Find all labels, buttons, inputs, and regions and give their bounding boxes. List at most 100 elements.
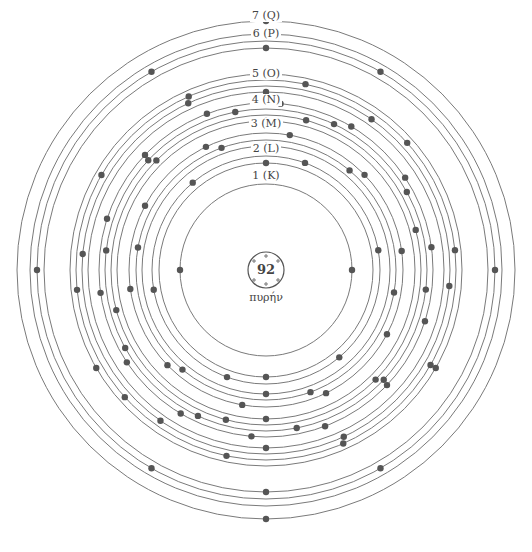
shell-orbit	[129, 133, 403, 407]
electron-dot	[157, 418, 163, 424]
plus-charge	[264, 254, 268, 258]
electron-dot	[127, 286, 133, 292]
shell-orbit	[111, 115, 421, 425]
electron-dot	[336, 354, 342, 360]
electron-dot	[178, 410, 184, 416]
shell-orbit	[70, 74, 462, 466]
electron-dot	[404, 189, 410, 195]
shell-orbit	[44, 48, 488, 492]
electron-dot	[404, 140, 410, 146]
electron-dot	[135, 244, 141, 250]
electron-dot	[263, 374, 269, 380]
electron-dot	[151, 287, 157, 293]
electron-dot	[263, 489, 269, 495]
plus-charge	[276, 259, 280, 263]
electron-dot	[148, 465, 154, 471]
electron-dot	[263, 45, 269, 51]
electron-dot	[361, 172, 367, 178]
electron-dot	[122, 394, 128, 400]
electron-dot	[346, 167, 352, 173]
electron-dot	[74, 287, 80, 293]
electron-dot	[185, 100, 191, 106]
electron-dot	[263, 391, 269, 397]
electron-dot	[492, 267, 498, 273]
electron-dot	[148, 68, 154, 74]
electron-dot	[103, 247, 109, 253]
electron-dot	[204, 111, 210, 117]
electron-dot	[190, 179, 196, 185]
shell-label: 6 (P)	[251, 28, 281, 40]
electron-dot	[97, 290, 103, 296]
electron-dot	[303, 117, 309, 123]
electron-dot	[34, 267, 40, 273]
electron-dot	[375, 247, 381, 253]
electron-dot	[384, 331, 390, 337]
shell-label: 7 (Q)	[250, 10, 282, 22]
nucleus-caption: πυρήν	[226, 291, 306, 304]
electron-dot	[124, 359, 130, 365]
nucleus: 92πυρήν	[226, 251, 306, 304]
electron-dot	[302, 160, 308, 166]
plus-charge	[264, 282, 268, 286]
electron-dot	[223, 417, 229, 423]
shell-orbit	[180, 184, 352, 356]
electron-dot	[263, 160, 269, 166]
electron-dot	[186, 93, 192, 99]
electron-dot	[368, 116, 374, 122]
shell-orbit	[37, 41, 495, 499]
shell-orbit	[76, 80, 456, 460]
electron-dot	[122, 345, 128, 351]
shell-orbit	[99, 103, 433, 437]
electron-dot	[391, 289, 397, 295]
electron-dot	[218, 145, 224, 151]
electron-dot	[223, 453, 229, 459]
electron-dot	[423, 286, 429, 292]
electron-dot	[452, 247, 458, 253]
shell-label: 2 (L)	[251, 143, 281, 155]
electron-dot	[446, 283, 452, 289]
shell-orbit	[117, 121, 415, 419]
electron-dot	[340, 440, 346, 446]
electron-dot	[224, 374, 230, 380]
electron-dot	[104, 216, 110, 222]
electron-dot	[341, 434, 347, 440]
electron-dot	[413, 227, 419, 233]
electron-dot	[294, 425, 300, 431]
shell-label: 3 (M)	[249, 118, 283, 130]
electron-dot	[422, 318, 428, 324]
electron-dot	[93, 365, 99, 371]
electron-dot	[179, 366, 185, 372]
electron-dot	[398, 248, 404, 254]
electron-dot	[177, 267, 183, 273]
shell-orbit	[82, 86, 450, 454]
electron-dot	[381, 377, 387, 383]
electron-dot	[142, 202, 148, 208]
electron-dot	[98, 172, 104, 178]
electron-dot	[307, 389, 313, 395]
electron-dot	[263, 445, 269, 451]
shell-label: 4 (N)	[250, 94, 283, 106]
plus-charge	[252, 278, 256, 282]
electron-dot	[372, 376, 378, 382]
plus-charge	[252, 259, 256, 263]
electron-dot	[239, 402, 245, 408]
electron-dot	[142, 152, 148, 158]
electron-dot	[384, 382, 390, 388]
shell-orbit	[142, 146, 390, 394]
electron-dot	[80, 251, 86, 257]
electron-dot	[263, 516, 269, 522]
electron-dot	[203, 144, 209, 150]
electron-dot	[153, 157, 159, 163]
shell-label: 5 (O)	[250, 68, 282, 80]
electron-dot	[348, 123, 354, 129]
shell-orbit	[88, 92, 444, 448]
electron-dot	[349, 267, 355, 273]
shell-label: 1 (K)	[250, 170, 281, 182]
electron-dot	[428, 244, 434, 250]
electron-dot	[433, 365, 439, 371]
electron-dot	[232, 109, 238, 115]
electron-dot	[145, 157, 151, 163]
electron-dot	[377, 465, 383, 471]
plus-charge	[276, 278, 280, 282]
electron-dot	[323, 390, 329, 396]
